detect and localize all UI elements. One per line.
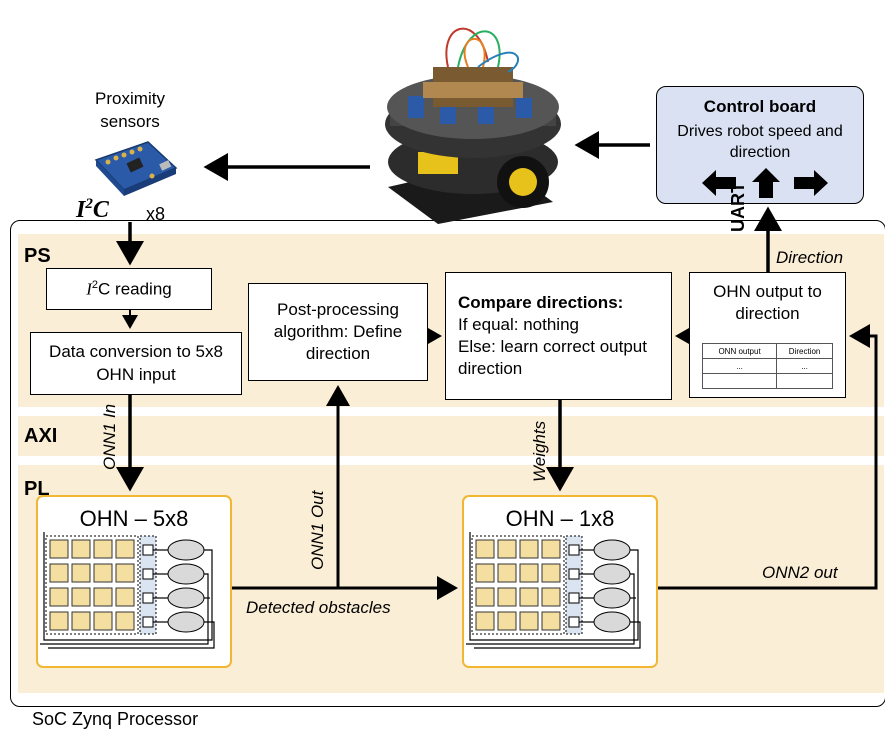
detected-obstacles-label: Detected obstacles	[246, 598, 391, 617]
i2c-tail: C	[92, 197, 109, 223]
zynq-label: SoC Zynq Processor	[32, 709, 199, 729]
i2c-label: I2C	[76, 196, 109, 224]
arrow-onn2-out	[658, 324, 878, 590]
robot-image	[378, 12, 568, 227]
sensors-title: Proximity sensors	[95, 89, 165, 131]
i2c-sup: 2	[85, 196, 93, 212]
ohn-1x8-network	[466, 532, 641, 649]
table-cell	[701, 373, 778, 389]
i2c-reading-box: I2C reading	[46, 268, 212, 310]
axi-label: AXI	[24, 425, 58, 447]
table-row: ONN output Direction	[701, 343, 833, 359]
control-board-title: Control board	[703, 97, 817, 116]
data-conversion-text: Data conversion to 5x8 OHN input	[49, 342, 223, 384]
sensor-count: x8	[146, 204, 166, 224]
onn1-out-label: ONN1 Out	[308, 490, 327, 570]
data-conversion-box: Data conversion to 5x8 OHN input	[30, 332, 242, 395]
ohn-5x8-title: OHN – 5x8	[79, 506, 189, 531]
ohn-5x8-network	[40, 532, 215, 649]
axi-band	[18, 416, 884, 456]
ps-label: PS	[24, 245, 51, 267]
ohn-1x8-title: OHN – 1x8	[505, 506, 615, 531]
table-cell	[776, 373, 833, 389]
uart-label: UART	[728, 182, 748, 232]
i2c-reading-tail: C reading	[98, 279, 172, 299]
i2c-base: I	[76, 197, 86, 223]
compare-box: Compare directions: If equal: nothing El…	[445, 272, 672, 400]
pl-label: PL	[24, 478, 50, 500]
ohn-direction-box: OHN output to direction ONN output Direc…	[689, 272, 846, 398]
ohn-direction-text: OHN output to direction	[713, 282, 822, 324]
compare-line-1: If equal: nothing	[458, 314, 579, 334]
control-board-desc: Drives robot speed and direction	[677, 123, 843, 161]
table-row	[701, 373, 833, 389]
mapping-table: ONN output Direction ... ...	[701, 343, 833, 389]
weights-label: Weights	[530, 420, 549, 482]
direction-label: Direction	[776, 248, 844, 267]
control-board	[656, 86, 864, 204]
compare-line-2: Else: learn correct output direction	[458, 337, 647, 379]
post-processing-box: Post-processing algorithm: Define direct…	[248, 283, 428, 381]
i2c-reading-i: I	[86, 279, 92, 299]
onn1-in-label: ONN1 In	[100, 403, 119, 470]
i2c-reading-sup: 2	[91, 278, 99, 291]
sensor-board-image	[88, 138, 180, 196]
compare-title: Compare directions:	[458, 292, 624, 312]
direction-arrows-icon	[700, 166, 830, 200]
i2c-reading-text: I2C reading	[86, 278, 172, 301]
post-processing-text: Post-processing algorithm: Define direct…	[273, 299, 403, 364]
onn2-out-label: ONN2 out	[762, 563, 838, 582]
